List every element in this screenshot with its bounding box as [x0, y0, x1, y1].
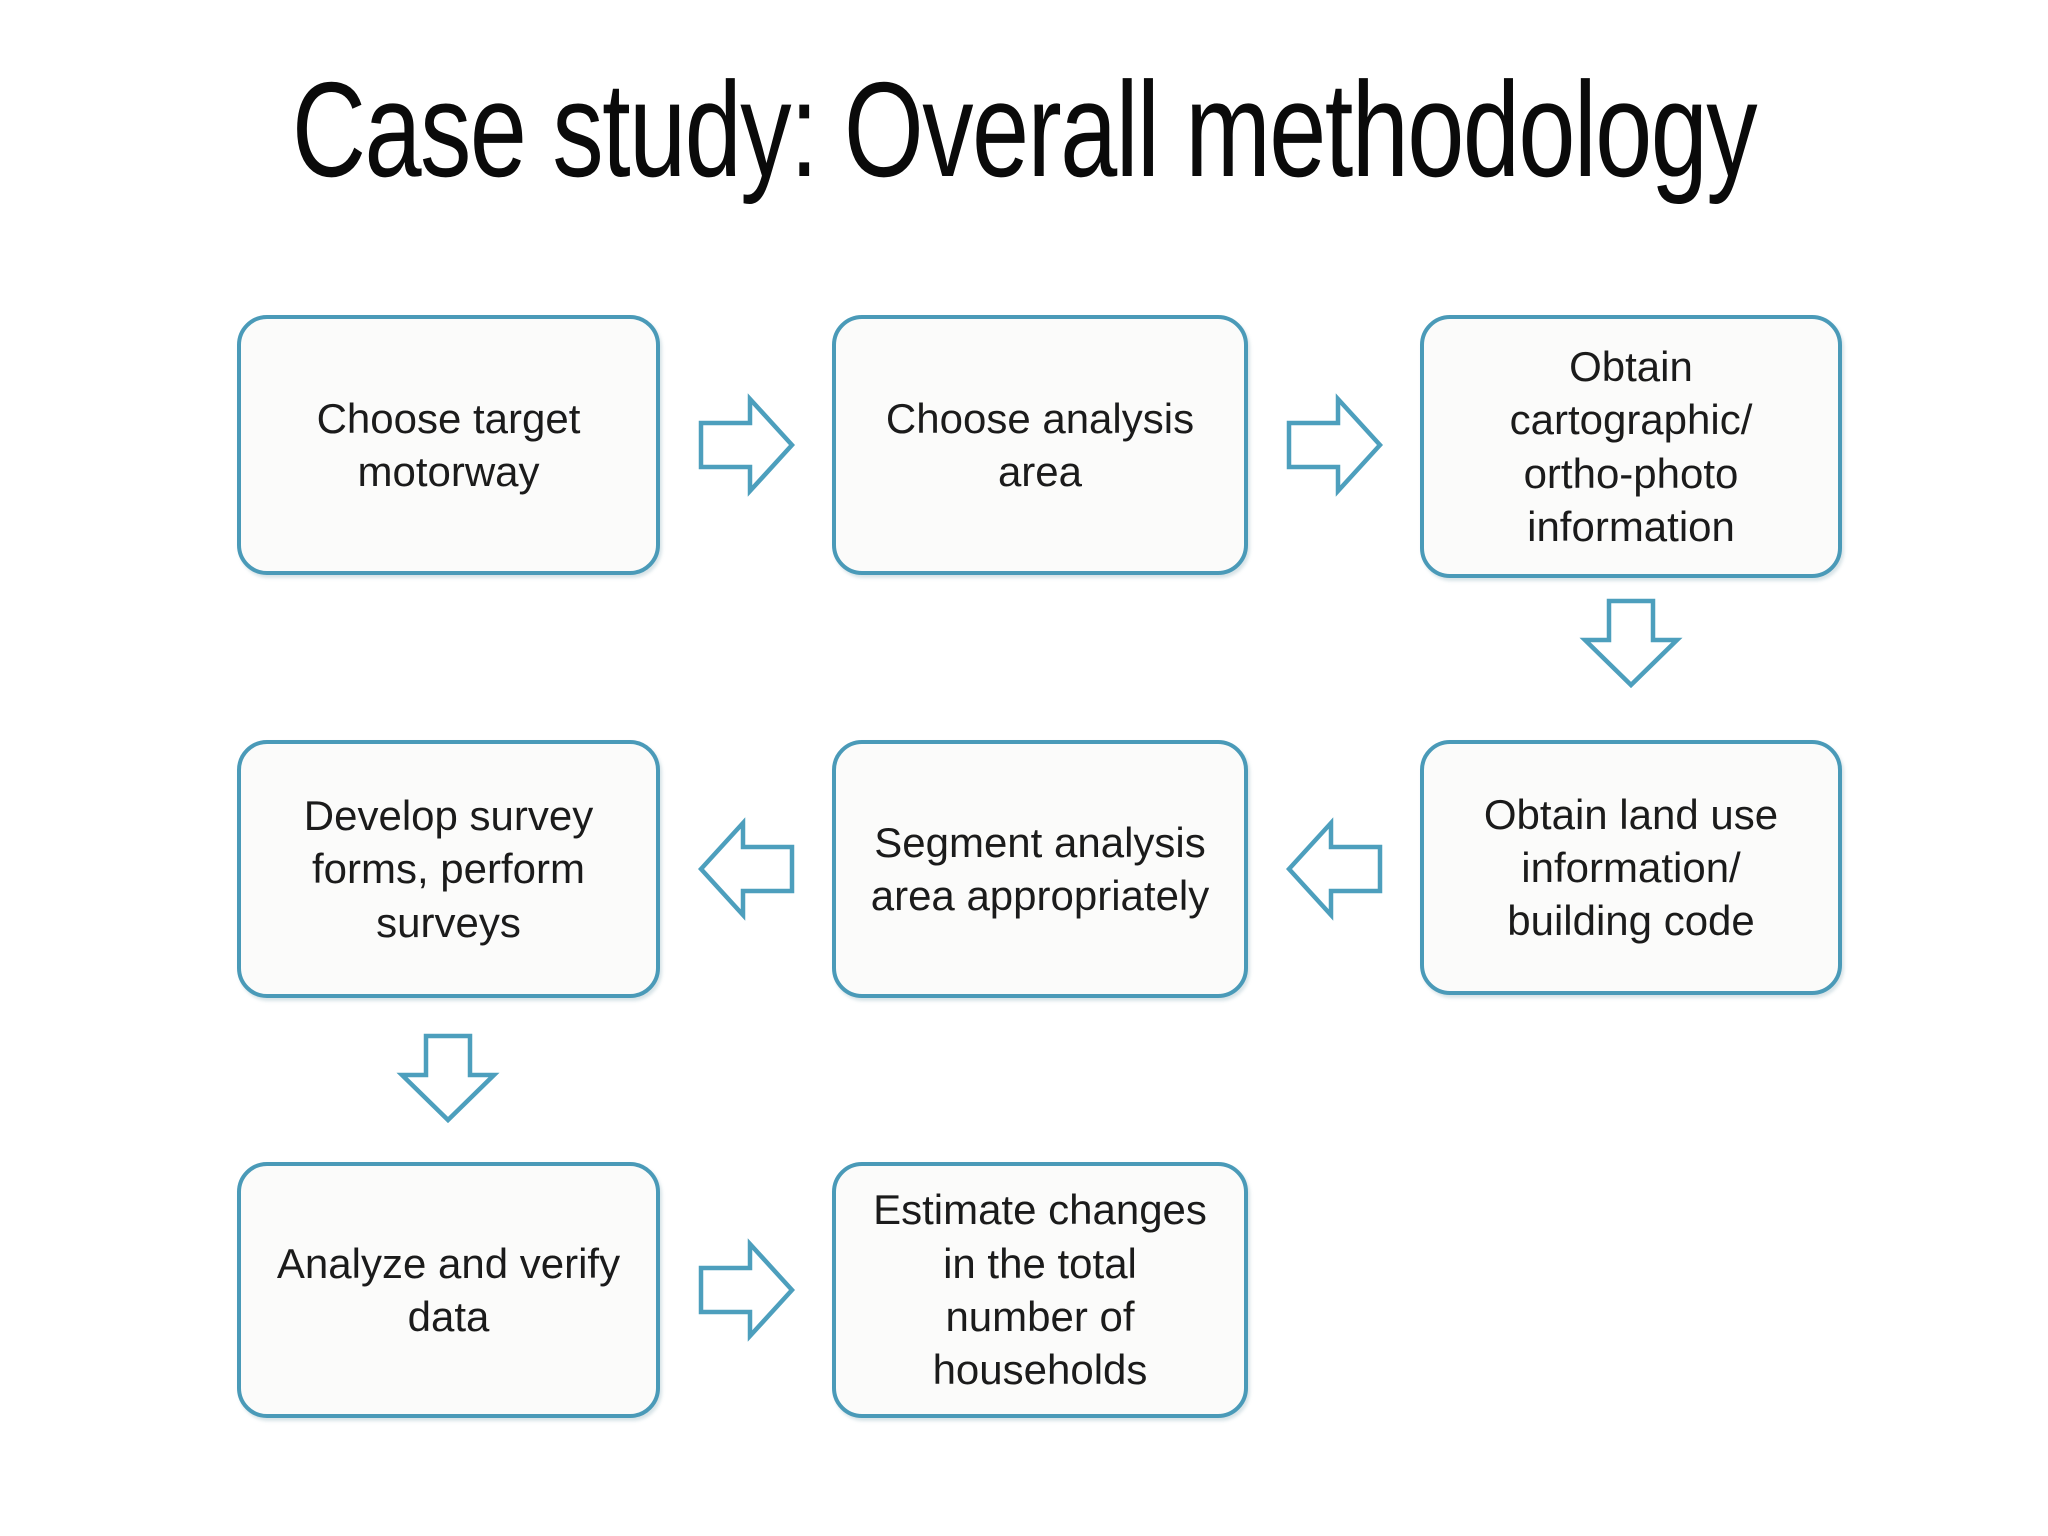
arrow-down-icon	[396, 1033, 500, 1123]
flow-box-label: Estimate changes in the total number of …	[873, 1186, 1207, 1394]
flow-box-label: Obtain cartographic/ ortho-photo informa…	[1509, 342, 1753, 550]
flow-box-label: Analyze and verify data	[276, 1239, 621, 1340]
arrow-down-icon	[1579, 598, 1683, 688]
arrow-right-icon	[698, 393, 795, 497]
flow-box-choose-target-motorway: Choose target motorway	[237, 315, 660, 575]
slide-title: Case study: Overall methodology	[291, 54, 1758, 205]
flow-box-estimate-household-changes: Estimate changes in the total number of …	[832, 1162, 1248, 1418]
flow-box-choose-analysis-area: Choose analysis area	[832, 315, 1248, 575]
arrow-right-icon	[698, 1238, 795, 1342]
flow-box-label: Choose target motorway	[316, 394, 581, 495]
arrow-left-icon	[698, 817, 795, 921]
flow-box-label: Segment analysis area appropriately	[870, 818, 1210, 919]
flow-box-develop-survey-forms: Develop survey forms, perform surveys	[237, 740, 660, 998]
flow-box-label: Choose analysis area	[885, 394, 1195, 495]
flow-box-segment-analysis-area: Segment analysis area appropriately	[832, 740, 1248, 998]
flow-box-analyze-verify-data: Analyze and verify data	[237, 1162, 660, 1418]
flow-box-label: Obtain land use information/ building co…	[1483, 790, 1779, 945]
flow-box-obtain-cartographic-info: Obtain cartographic/ ortho-photo informa…	[1420, 315, 1842, 578]
flow-box-label: Develop survey forms, perform surveys	[303, 792, 594, 946]
arrow-left-icon	[1286, 817, 1383, 921]
flow-box-obtain-land-use-info: Obtain land use information/ building co…	[1420, 740, 1842, 995]
arrow-right-icon	[1286, 393, 1383, 497]
